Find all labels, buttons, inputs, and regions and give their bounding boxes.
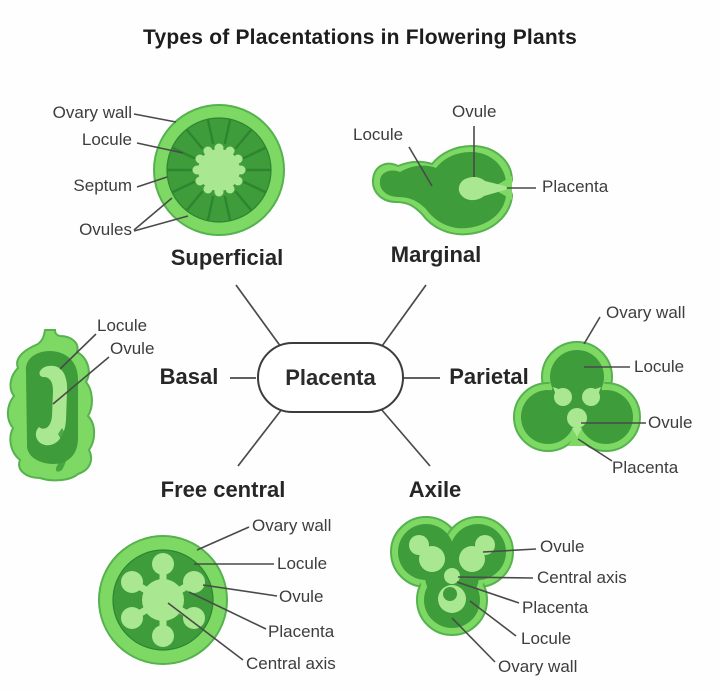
axile-locules-ovules (409, 535, 495, 613)
leader-line (577, 438, 613, 462)
marginal-label-ovule: Ovule (452, 102, 497, 121)
leader-line (59, 333, 97, 370)
leader-line (408, 146, 433, 187)
parietal-illustration (513, 316, 646, 462)
spoke-axile (380, 408, 431, 467)
leader-line (133, 197, 173, 231)
parietal-caption: Parietal (449, 364, 529, 389)
marginal-illustration (371, 126, 536, 236)
free-central-label-locule: Locule (277, 554, 328, 573)
superficial-leader-lines (133, 113, 189, 232)
leader-line (482, 548, 537, 553)
basal-label-ovule: Ovule (110, 339, 155, 358)
superficial-central-scallop (192, 143, 246, 197)
free-central-label-ovule: Ovule (279, 587, 324, 606)
leader-line (133, 215, 189, 232)
basal-leader-lines (52, 333, 110, 405)
free-central-ovules (121, 553, 205, 647)
basal-illustration (6, 329, 110, 482)
leader-line (583, 316, 601, 345)
parietal-label-ovule: Ovule (648, 413, 693, 432)
leader-line (457, 576, 534, 579)
leader-line (456, 581, 520, 604)
axile-label-ovule: Ovule (540, 537, 585, 556)
leader-line (188, 591, 267, 630)
superficial-label-septum: Septum (73, 176, 132, 195)
basal-shading (55, 428, 68, 472)
superficial-label-locule: Locule (81, 130, 132, 149)
free-central-caption: Free central (160, 477, 286, 502)
axile-label-ovary-wall: Ovary wall (498, 657, 578, 676)
page-title: Types of Placentations in Flowering Plan… (143, 26, 577, 49)
parietal-label-placenta: Placenta (612, 458, 679, 477)
leader-line (52, 356, 110, 405)
superficial-label-ovules: Ovules (79, 220, 132, 239)
axile-illustration (390, 516, 537, 663)
free-central-leader-lines (167, 526, 278, 661)
axile-leader-lines (451, 548, 537, 663)
superficial-septa (166, 118, 272, 222)
leader-line (469, 600, 517, 637)
axile-central-axis (444, 568, 460, 584)
free-central-label-ovary-wall: Ovary wall (252, 516, 332, 535)
center-node-group (230, 284, 440, 467)
spoke-free-central (237, 408, 283, 467)
parietal-wall-notch (568, 431, 586, 446)
axile-label-placenta: Placenta (522, 598, 589, 617)
basal-caption: Basal (159, 364, 219, 389)
leader-line (451, 617, 496, 663)
basal-ovule (35, 365, 68, 446)
parietal-label-locule: Locule (634, 357, 685, 376)
marginal-placenta-ovule (458, 177, 507, 201)
parietal-ovules (553, 387, 601, 437)
superficial-label-ovary-wall: Ovary wall (52, 103, 132, 122)
axile-label-locule: Locule (521, 629, 572, 648)
leader-line (136, 176, 168, 188)
axile-label-central-axis: Central axis (537, 568, 627, 587)
free-central-label-central-axis: Central axis (246, 654, 336, 673)
marginal-label-placenta: Placenta (542, 177, 609, 196)
spoke-marginal (381, 284, 427, 347)
parietal-label-ovary-wall: Ovary wall (606, 303, 686, 322)
free-central-label-placenta: Placenta (268, 622, 335, 641)
parietal-locule-area (550, 373, 604, 427)
superficial-illustration (133, 104, 285, 236)
leader-line (133, 113, 177, 123)
axile-caption: Axile (408, 477, 462, 502)
leader-line (136, 142, 184, 154)
marginal-leader-lines (408, 126, 536, 189)
basal-label-locule: Locule (97, 316, 148, 335)
leader-line (196, 526, 250, 551)
marginal-caption: Marginal (390, 242, 482, 267)
parietal-leader-lines (577, 316, 646, 462)
placenta-node-label: Placenta (285, 364, 376, 390)
spoke-superficial (235, 284, 282, 348)
free-central-illustration (98, 526, 278, 665)
leader-line (167, 602, 244, 661)
superficial-caption: Superficial (170, 245, 284, 270)
marginal-label-locule: Locule (353, 125, 404, 144)
free-central-placenta (142, 579, 184, 621)
leader-line (202, 584, 278, 597)
placenta-center-node (257, 342, 404, 413)
